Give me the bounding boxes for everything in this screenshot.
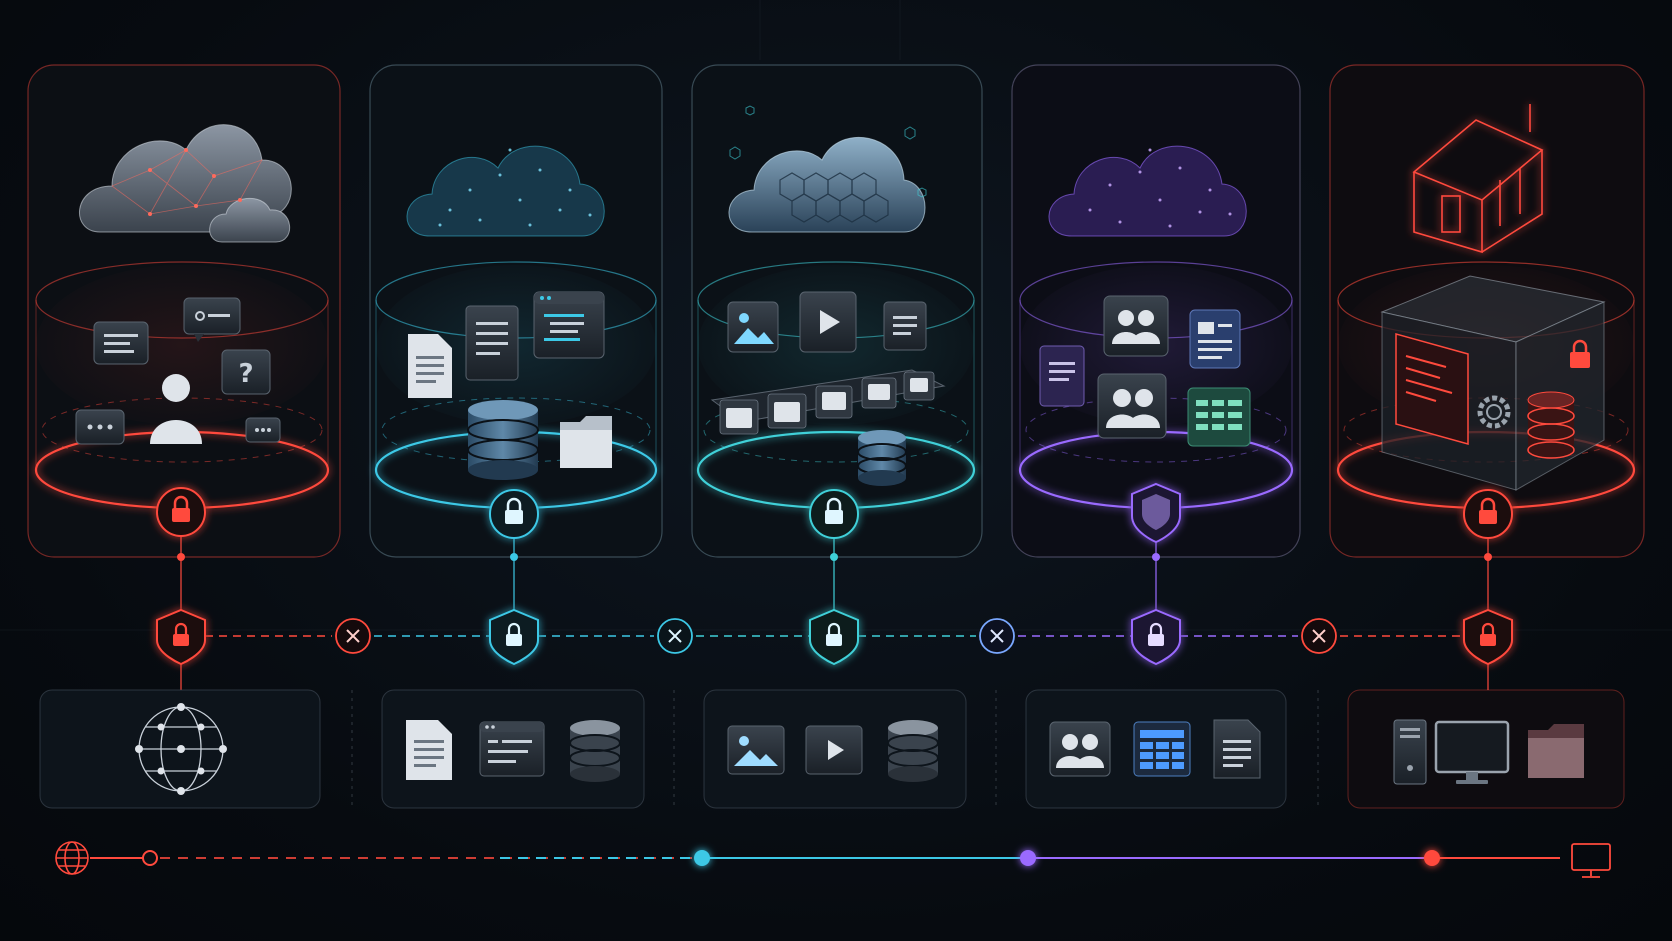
database-icon [569,720,621,782]
play-icon [799,291,857,353]
shield-lock-icon [489,608,539,666]
folder-icon [560,416,612,468]
timeline-node [142,850,158,866]
lock-icon [809,489,859,539]
code-window-icon [479,721,545,777]
document-icon [1213,719,1261,779]
timeline-node [1020,850,1036,866]
spreadsheet-icon [1187,387,1251,447]
shield-lock-icon [156,608,206,666]
column-data-cloud [369,64,663,610]
image-icon [727,725,785,775]
user-icon [150,374,202,444]
desktop-tower-icon [1393,719,1427,785]
users-icon [1049,721,1111,777]
lock-icon [156,487,206,537]
server-cube-icon [1380,275,1606,491]
document-icon [883,301,927,351]
close-x-icon [335,618,371,654]
document-icon [406,720,452,780]
chat-icon [93,321,149,365]
hexagon-cloud-icon [728,105,927,233]
gear-icon [1477,395,1511,429]
connector-row [156,608,1513,690]
timeline-node [694,850,710,866]
chat-icon [245,417,281,443]
network-globe-icon [135,703,227,795]
image-icon [727,301,779,353]
users-icon [1097,373,1167,439]
column-team-cloud [1011,64,1301,610]
play-icon [805,725,863,775]
close-x-icon [657,618,693,654]
wireframe-cloud-icon [78,124,292,243]
shield-lock-icon [1463,608,1513,666]
globe-icon [55,841,89,875]
bottom-trays [39,689,1625,810]
particle-cloud-icon [406,145,605,237]
question-chat-icon: ? [221,349,271,395]
form-icon [1189,309,1241,369]
code-window-icon [533,291,605,359]
timeline [55,841,1611,878]
lock-icon [1570,339,1590,368]
timeline-node [1424,850,1440,866]
folder-icon [1528,724,1584,778]
chat-icon [75,409,125,445]
monitor-icon [1571,843,1611,878]
file-tray-icon [710,369,946,435]
column-public-cloud: ? [27,64,341,610]
close-x-icon [979,618,1015,654]
column-on-premise [1329,64,1645,610]
column-media-cloud [691,64,983,610]
chat-icon [183,297,241,342]
document-icon [1039,345,1085,407]
spreadsheet-icon [1133,721,1191,777]
svg-text:?: ? [238,359,253,389]
database-icon [467,400,539,480]
purple-particle-cloud-icon [1048,145,1247,237]
shield-lock-icon [809,608,859,666]
database-icon [857,430,907,486]
shield-lock-icon [1131,608,1181,666]
lock-icon [1463,489,1513,539]
users-icon [1103,295,1169,357]
lock-icon [489,489,539,539]
database-icon [887,720,939,782]
database-icon [1527,391,1575,459]
document-icon [465,305,519,381]
shield-icon [1131,482,1181,544]
code-window-icon [1395,333,1469,445]
document-icon [408,334,452,398]
monitor-icon [1434,720,1510,784]
house-icon [1412,104,1544,254]
close-x-icon [1301,618,1337,654]
